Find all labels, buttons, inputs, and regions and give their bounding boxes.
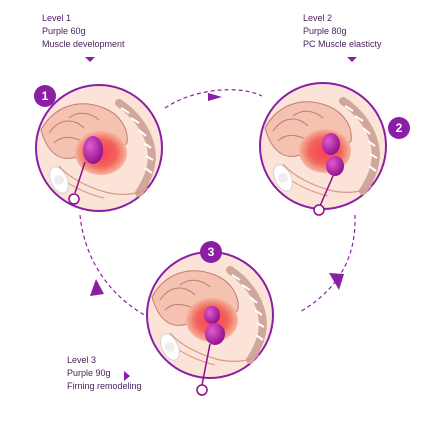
weight-ball [205, 323, 225, 345]
arrowhead-icon [329, 273, 344, 290]
weight-ball [322, 133, 340, 155]
step-3-purpose: Firning remodeling [67, 381, 142, 391]
cycle-arrow-3-to-1 [79, 214, 151, 319]
pull-ring-icon [68, 193, 80, 205]
cycle-arrow-1-to-2 [164, 89, 263, 109]
arrowhead-icon [90, 279, 104, 296]
step-3-caption: Level 3 Purple 90g Firning remodeling [67, 354, 142, 393]
step-3-level: Level 3 [67, 355, 97, 365]
step-3-weight: Purple 90g [67, 368, 111, 378]
arrowhead-icon [208, 93, 222, 101]
step-2-purpose: PC Muscle elasticty [303, 39, 382, 49]
step-2-badge: 2 [388, 117, 410, 139]
step-3-number: 3 [208, 245, 215, 259]
anatomy-circle-3 [147, 252, 273, 396]
step-1-caption: Level 1 Purple 60g Muscle development [42, 12, 125, 51]
weight-ball [326, 156, 344, 176]
step-1-level: Level 1 [42, 13, 72, 23]
step-2-level: Level 2 [303, 13, 333, 23]
anatomy-circle-1 [36, 85, 162, 211]
step-1-weight: Purple 60g [42, 26, 86, 36]
step-3-badge: 3 [200, 241, 222, 263]
step-1-badge: 1 [34, 85, 56, 107]
caret-down-icon [347, 57, 357, 62]
weight-ball [204, 306, 220, 324]
step-2-number: 2 [396, 121, 403, 135]
step-1-number: 1 [42, 89, 49, 103]
cycle-arrow-2-to-3 [299, 214, 356, 313]
step-2-caption: Level 2 Purple 80g PC Muscle elasticty [303, 12, 382, 51]
pull-ring-icon [196, 384, 208, 396]
caret-down-icon [85, 57, 95, 62]
caret-right-icon [124, 371, 130, 381]
anatomy-circle-2 [260, 83, 386, 216]
weight-ball [83, 136, 103, 164]
step-1-purpose: Muscle development [42, 39, 125, 49]
pull-ring-icon [313, 204, 325, 216]
step-2-weight: Purple 80g [303, 26, 347, 36]
